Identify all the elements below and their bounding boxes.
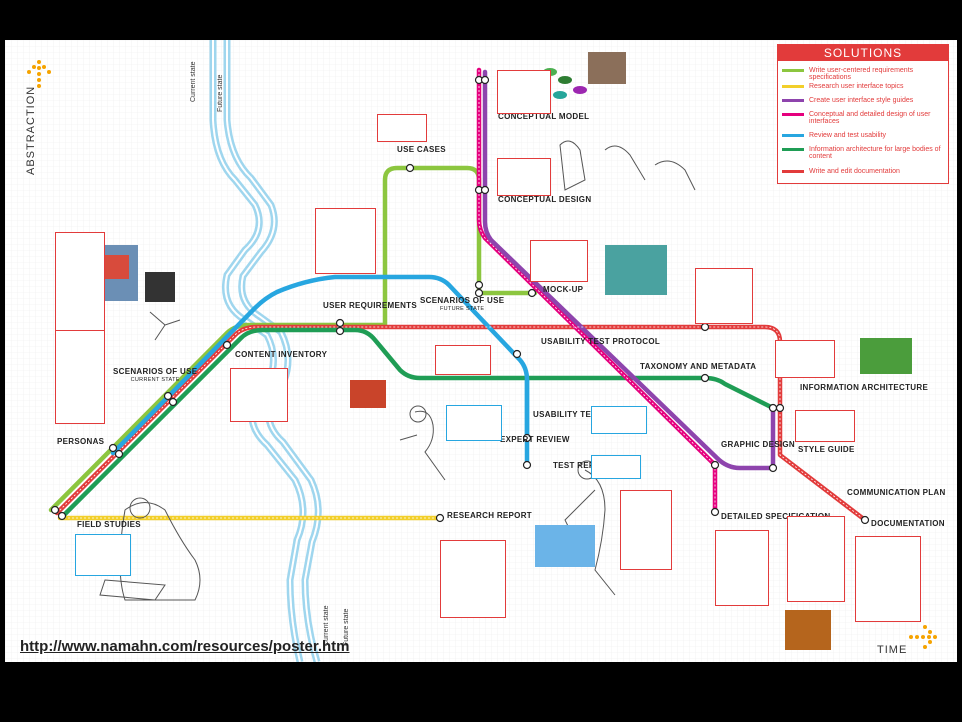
future-state-label: Future state (217, 74, 224, 112)
note-box (620, 490, 672, 570)
line-swatch (782, 99, 804, 102)
station-documentation: DOCUMENTATION (871, 519, 945, 528)
solution-label: Information architecture for large bodie… (809, 146, 941, 160)
metro-map-poster: Current state Future state Current state… (5, 40, 957, 662)
station-communication-plan: COMMUNICATION PLAN (847, 488, 946, 497)
line-swatch (782, 170, 804, 173)
photo-test (535, 525, 595, 567)
solution-label: Write user-centered requirements specifi… (809, 67, 914, 81)
note-box (497, 70, 551, 114)
note-box (795, 410, 855, 442)
station-expert-review: EXPERT REVIEW (500, 435, 570, 444)
line-ia (60, 327, 776, 519)
abstraction-arrow-icon (27, 60, 51, 88)
solutions-title: SOLUTIONS (778, 45, 948, 61)
note-box (55, 330, 105, 424)
station-graphic-design: GRAPHIC DESIGN (721, 440, 795, 449)
line-style (482, 69, 776, 471)
station-content-inventory: CONTENT INVENTORY (235, 350, 328, 359)
note-box (435, 345, 491, 375)
time-axis-label: TIME (877, 644, 908, 656)
solution-label: Conceptual and detailed design of user i… (809, 111, 931, 125)
solution-label: Create user interface style guides (809, 97, 914, 104)
line-swatch (782, 113, 804, 116)
source-url-link[interactable]: http://www.namahn.com/resources/poster.h… (20, 638, 350, 655)
photo-workshop (588, 52, 626, 84)
note-box (446, 405, 502, 441)
solution-label: Review and test usability (809, 132, 887, 139)
photo-color (350, 380, 386, 408)
note-box (315, 208, 376, 274)
station-nodes (50, 75, 870, 525)
station-user-requirements: USER REQUIREMENTS (323, 301, 417, 310)
photo-shadows (145, 272, 175, 302)
note-box (775, 340, 835, 378)
station-style-guide: STYLE GUIDE (798, 445, 855, 454)
station-conceptual-model: CONCEPTUAL MODEL (498, 112, 590, 121)
station-mock-up: MOCK-UP (543, 285, 584, 294)
time-arrow-icon (909, 625, 937, 649)
solutions-legend: SOLUTIONS Write user-centered requiremen… (777, 44, 949, 184)
solution-label: Research user interface topics (809, 83, 904, 90)
photo-mockup (605, 245, 667, 295)
note-box (75, 534, 131, 576)
note-box (55, 232, 105, 334)
station-research-report: RESEARCH REPORT (447, 511, 532, 520)
station-usability-test-protocol: USABILITY TEST PROTOCOL (541, 337, 661, 346)
note-box (530, 240, 588, 282)
station-usability-test: USABILITY TEST (533, 410, 602, 419)
line-swatch (782, 148, 804, 151)
note-box (715, 530, 769, 606)
line-swatch (782, 69, 804, 72)
station-personas: PERSONAS (57, 437, 105, 446)
solution-label: Write and edit documentation (809, 168, 900, 175)
station-use-cases: USE CASES (397, 145, 446, 154)
line-usability (110, 274, 530, 456)
station-information-architecture: INFORMATION ARCHITECTURE (800, 383, 929, 392)
note-box (230, 368, 288, 422)
abstraction-axis-label: ABSTRACTION (25, 85, 37, 175)
note-box (440, 540, 506, 618)
line-swatch (782, 134, 804, 137)
line-swatch (782, 85, 804, 88)
station-test-report: TEST REPORT (553, 461, 613, 470)
station-detailed-specification: DETAILED SPECIFICATION (721, 512, 831, 521)
note-box (591, 406, 647, 434)
photo-doc (785, 610, 831, 650)
note-box (377, 114, 427, 142)
note-box (855, 536, 921, 622)
current-state-label: Current state (190, 61, 197, 102)
station-taxonomy: TAXONOMY AND METADATA (640, 362, 757, 371)
note-box (497, 158, 551, 196)
note-box (591, 455, 641, 479)
note-box (787, 516, 845, 602)
station-conceptual-design: CONCEPTUAL DESIGN (498, 195, 592, 204)
photo-ia (860, 338, 912, 374)
note-box (695, 268, 753, 324)
station-field-studies: FIELD STUDIES (77, 520, 141, 529)
